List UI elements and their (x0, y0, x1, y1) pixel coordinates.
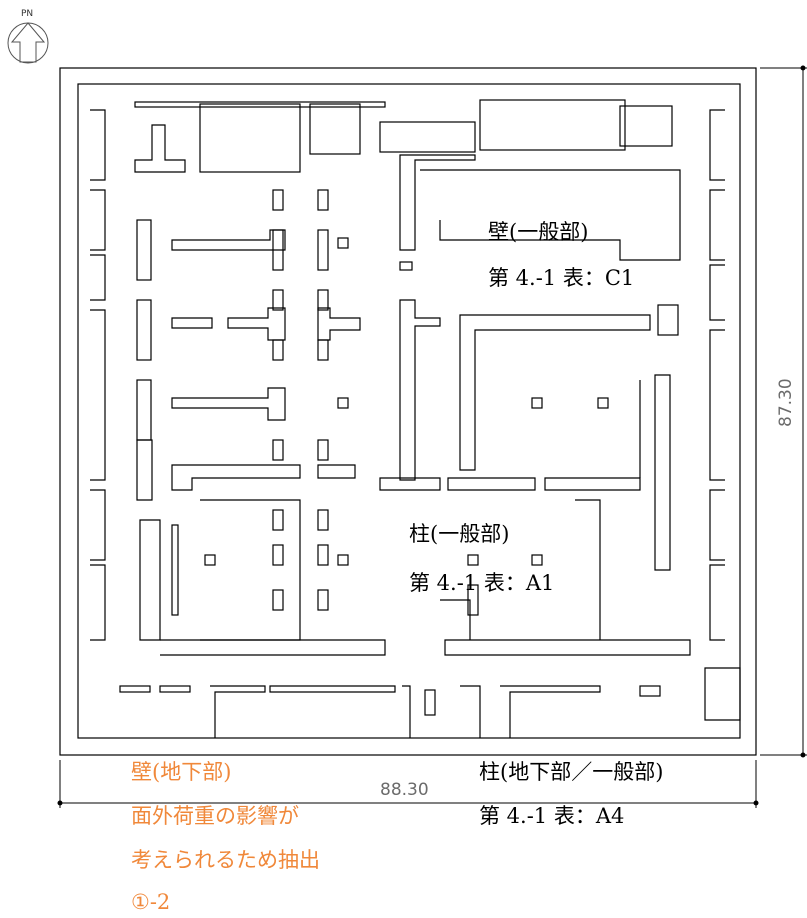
dimension-lines (57, 65, 807, 808)
column-general-title: 柱(一般部) (409, 522, 510, 546)
column-basement-ref: 第 4.-1 表：A4 (479, 804, 625, 828)
wall-general-title: 壁(一般部) (488, 220, 589, 244)
height-dimension: 87.30 (776, 378, 796, 427)
column-basement-title: 柱(地下部／一般部) (479, 760, 664, 784)
width-dimension: 88.30 (380, 780, 429, 800)
wall-basement-line1: 面外荷重の影響が (131, 804, 299, 828)
column-general-ref: 第 4.-1 表：A1 (409, 571, 555, 595)
outer-boundary (59, 67, 757, 756)
wall-basement-line2: 考えられるため抽出 (131, 848, 320, 872)
north-arrow-icon (7, 22, 49, 64)
inner-boundary (77, 83, 741, 739)
wall-basement-line3: ①-2 (131, 890, 171, 914)
wall-basement-title: 壁(地下部) (131, 760, 232, 784)
wall-general-ref: 第 4.-1 表：C1 (488, 266, 635, 290)
north-arrow-label: PN (21, 9, 34, 19)
